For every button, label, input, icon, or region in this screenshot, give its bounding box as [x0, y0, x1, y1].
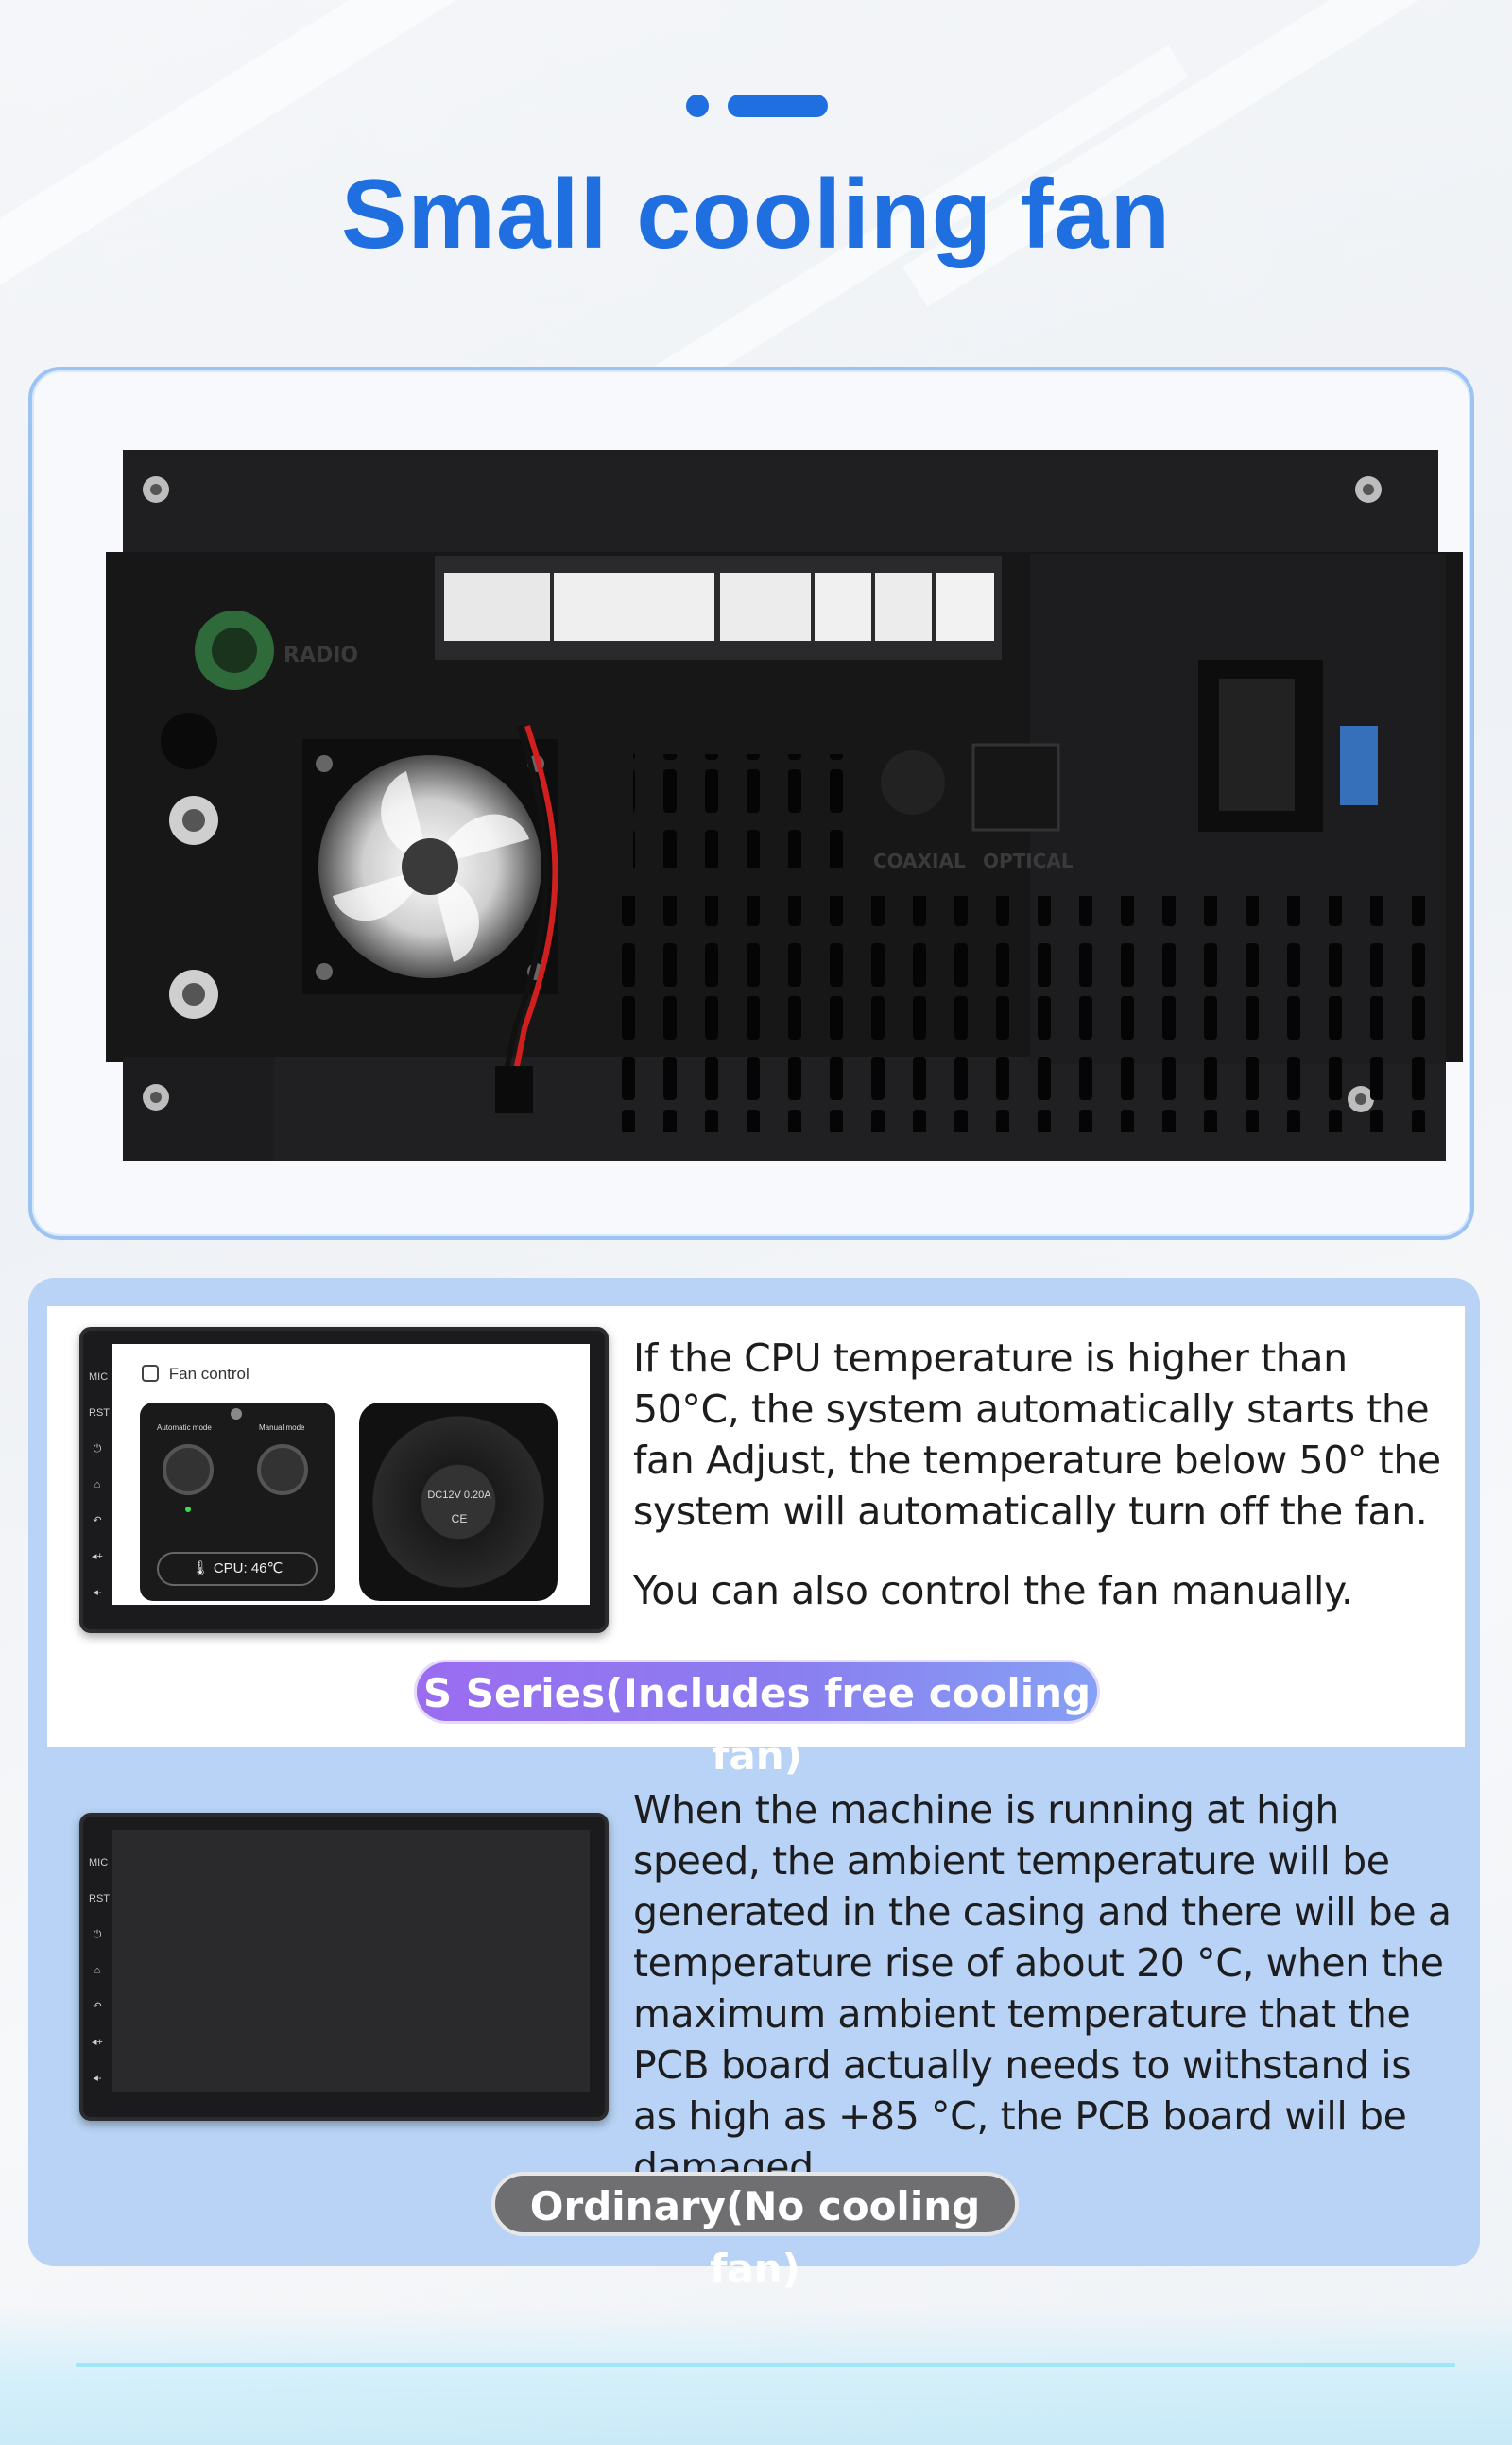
mic-label: MIC	[89, 1857, 109, 1868]
product-photo-card: RADIO COAXIAL OPTICAL	[28, 367, 1474, 1240]
home-icon[interactable]: ⌂	[94, 1479, 101, 1490]
bottom-line-decoration	[76, 2363, 1455, 2367]
ordinary-description: When the machine is running at high spee…	[633, 1787, 1452, 2190]
fan-control-card: Automatic mode Manual mode 🌡 CPU: 46℃	[140, 1403, 335, 1601]
volume-down-icon[interactable]: ◂-	[93, 1587, 102, 1598]
ordinary-tablet: MIC RST ⏻ ⌂ ↶ ◂+ ◂-	[79, 1813, 609, 2121]
auto-indicator-light	[185, 1507, 191, 1512]
ordinary-badge: Ordinary(No cooling fan)	[491, 2172, 1019, 2292]
s-series-badge: S Series(Includes free cooling fan)	[414, 1660, 1100, 1779]
manual-mode-label: Manual mode	[259, 1423, 305, 1432]
fan-icon	[142, 1365, 159, 1382]
title-dot-decoration	[686, 95, 709, 117]
mic-label: MIC	[89, 1371, 109, 1383]
port-label-optical: OPTICAL	[983, 850, 1074, 872]
reset-button[interactable]: RST	[89, 1893, 110, 1904]
automatic-mode-switch[interactable]	[163, 1444, 214, 1495]
volume-down-icon[interactable]: ◂-	[93, 2073, 102, 2084]
ce-mark: CE	[451, 1512, 468, 1525]
home-icon[interactable]: ⌂	[94, 1965, 101, 1976]
port-label-radio: RADIO	[284, 644, 358, 667]
fan-spec-label: DC12V 0.20A	[427, 1489, 491, 1501]
cpu-temperature-label: CPU: 46℃	[213, 1560, 284, 1576]
s-series-description: If the CPU temperature is higher than 50…	[633, 1335, 1441, 1534]
s-series-tablet: MIC RST ⏻ ⌂ ↶ ◂+ ◂- Fan control Automati…	[79, 1327, 609, 1633]
automatic-mode-label: Automatic mode	[157, 1423, 212, 1432]
tablet-side-buttons: MIC RST ⏻ ⌂ ↶ ◂+ ◂-	[89, 1845, 110, 2096]
page-title: Small cooling fan	[341, 160, 1171, 269]
volume-up-icon[interactable]: ◂+	[92, 1551, 103, 1562]
thermometer-icon: 🌡	[191, 1560, 210, 1576]
reset-button[interactable]: RST	[89, 1407, 110, 1419]
info-icon	[231, 1408, 242, 1420]
title-bar-decoration	[728, 95, 828, 117]
port-label-coaxial: COAXIAL	[873, 850, 966, 872]
power-icon[interactable]: ⏻	[93, 1929, 102, 1940]
back-icon[interactable]: ↶	[93, 1515, 102, 1526]
cpu-temperature-readout: 🌡 CPU: 46℃	[157, 1552, 318, 1586]
volume-up-icon[interactable]: ◂+	[92, 2037, 103, 2048]
fan-blades-icon	[372, 1416, 544, 1588]
manual-control-note: You can also control the fan manually.	[633, 1568, 1353, 1613]
head-unit-rear-photo: RADIO COAXIAL OPTICAL	[106, 450, 1463, 1161]
manual-mode-switch[interactable]	[257, 1444, 308, 1495]
power-icon[interactable]: ⏻	[93, 1443, 102, 1455]
cooling-fan-image: DC12V 0.20A CE	[359, 1403, 558, 1601]
bottom-glow-decoration	[0, 2306, 1512, 2445]
back-icon[interactable]: ↶	[93, 2001, 102, 2012]
fan-control-title: Fan control	[168, 1365, 249, 1383]
tablet-screen: Fan control Automatic mode Manual mode 🌡…	[112, 1344, 590, 1605]
tablet-side-buttons: MIC RST ⏻ ⌂ ↶ ◂+ ◂-	[89, 1359, 110, 1610]
tablet-screen-off	[112, 1830, 590, 2092]
fan-control-header: Fan control	[142, 1365, 249, 1384]
